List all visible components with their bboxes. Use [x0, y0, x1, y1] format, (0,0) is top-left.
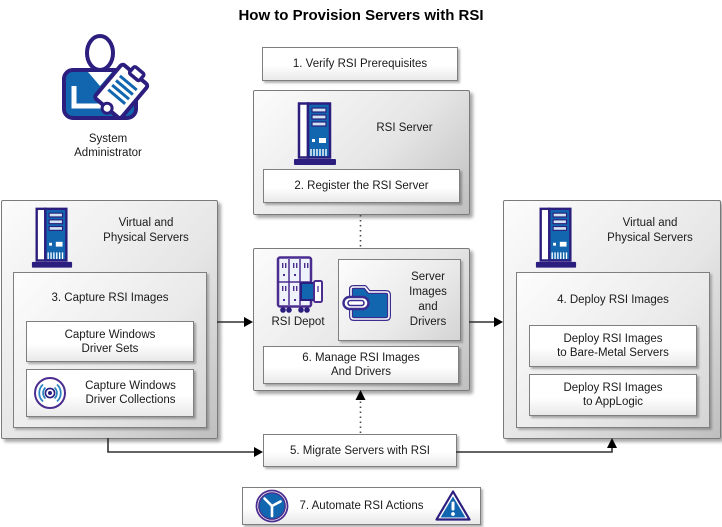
deploy-group-label: Virtual and Physical Servers [607, 217, 693, 244]
deploy-applogic-box[interactable]: Deploy RSI Images to AppLogic [529, 374, 697, 416]
step6-manage-images-box[interactable]: 6. Manage RSI Images And Drivers [263, 346, 459, 384]
arrow-migrate-to-deploy [456, 438, 617, 453]
system-administrator: System Administrator [48, 34, 168, 160]
server-images-drivers-label: Server Images and Drivers [409, 271, 447, 328]
step3-capture-images-box[interactable]: 3. Capture RSI Images Capture Windows Dr… [13, 272, 207, 428]
rsi-server-label: RSI Server [376, 122, 433, 134]
deploy-bare-metal-box[interactable]: Deploy RSI Images to Bare-Metal Servers [529, 325, 697, 367]
step5-migrate-servers-box[interactable]: 5. Migrate Servers with RSI [263, 434, 457, 467]
server-images-drivers-box[interactable]: Server Images and Drivers [338, 259, 461, 341]
server-tower-icon [292, 100, 338, 168]
capture-group-label: Virtual and Physical Servers [103, 217, 189, 244]
arrow-capture-to-migrate [107, 438, 263, 457]
rsi-depot-label: RSI Depot [271, 316, 325, 328]
driver-collections-icon [34, 377, 66, 409]
step2-register-server-box[interactable]: 2. Register the RSI Server [263, 169, 460, 203]
step4-deploy-images-box[interactable]: 4. Deploy RSI Images Deploy RSI Images t… [516, 272, 710, 428]
arrow-depot-to-deploy [469, 317, 503, 327]
system-administrator-label: System Administrator [74, 133, 142, 159]
rsi-depot-group: RSI Depot Server Images and Drivers 6. M… [253, 248, 470, 391]
folder-icon [342, 285, 391, 321]
arrow-capture-to-depot [217, 317, 253, 327]
step7-automate-actions-box[interactable]: 7. Automate RSI Actions [242, 487, 481, 525]
page-title: How to Provision Servers with RSI [238, 7, 484, 24]
clock-icon [255, 489, 289, 523]
system-administrator-icon [62, 34, 150, 120]
warning-triangle-icon [435, 490, 471, 521]
capture-driver-sets-box[interactable]: Capture Windows Driver Sets [26, 321, 194, 362]
deploy-servers-group: Virtual and Physical Servers 4. Deploy R… [503, 200, 721, 439]
dotted-arrow-migrate-to-depot [355, 390, 366, 433]
step1-verify-prerequisites-box[interactable]: 1. Verify RSI Prerequisites [262, 47, 458, 81]
capture-driver-collections-box[interactable]: Capture Windows Driver Collections [26, 369, 194, 417]
capture-servers-group: Virtual and Physical Servers 3. Capture … [1, 200, 218, 439]
step3-label: 3. Capture RSI Images [51, 292, 169, 304]
step7-label: 7. Automate RSI Actions [299, 500, 424, 512]
storage-depot-icon [276, 256, 323, 313]
server-tower-icon [534, 206, 578, 270]
step4-label: 4. Deploy RSI Images [557, 294, 669, 306]
rsi-server-group: RSI Server 2. Register the RSI Server [253, 90, 470, 215]
server-tower-icon [30, 206, 74, 270]
